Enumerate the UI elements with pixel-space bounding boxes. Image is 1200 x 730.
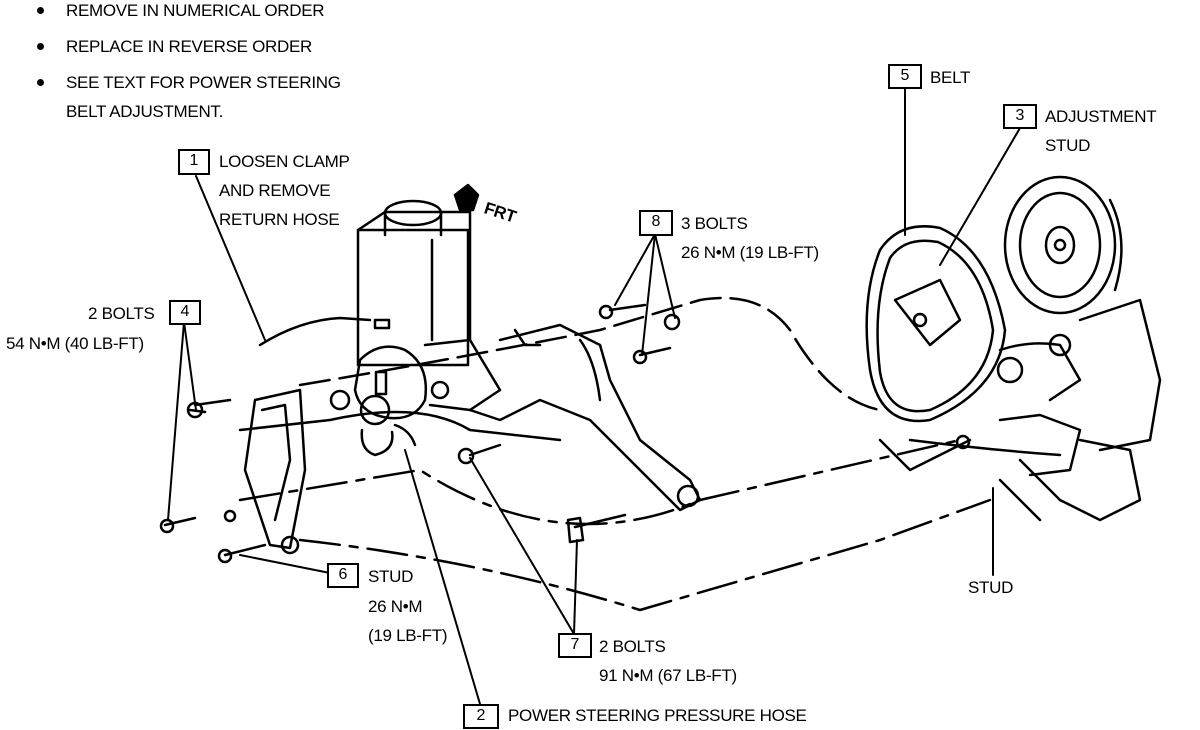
callout-1-line-3: RETURN HOSE (219, 210, 340, 229)
callout-2-line-1: POWER STEERING PRESSURE HOSE (508, 706, 807, 725)
callout-4-number: 4 (169, 300, 201, 325)
note-see-text: SEE TEXT FOR POWER STEERING (66, 73, 341, 92)
callout-6-line-1: STUD (368, 567, 414, 586)
leader-lines (167, 86, 1021, 705)
callout-6-line-3: (19 LB-FT) (368, 626, 448, 645)
frame-rail-upper (238, 438, 962, 526)
frame-rail-lower (298, 498, 992, 612)
callout-7-line-1: 2 BOLTS (599, 637, 666, 656)
callout-6-line-2: 26 N•M (368, 597, 423, 616)
note-belt-adjustment: BELT ADJUSTMENT. (66, 102, 224, 121)
bolts (159, 303, 681, 564)
note-replace-order: REPLACE IN REVERSE ORDER (66, 37, 312, 56)
callout-1-number: 1 (178, 149, 210, 175)
callout-4-line-2: 54 N•M (40 LB-FT) (6, 334, 144, 353)
engine-front-parts (878, 298, 1162, 522)
drive-belt (865, 225, 1007, 423)
crossmember (238, 410, 562, 442)
callout-3-line-1: ADJUSTMENT (1045, 107, 1157, 126)
engine-outline (298, 296, 882, 412)
callout-7-line-2: 91 N•M (67 LB-FT) (599, 666, 737, 685)
callout-5-line-1: BELT (930, 68, 971, 87)
callout-8-number: 8 (639, 210, 673, 236)
note-remove-order: REMOVE IN NUMERICAL ORDER (66, 1, 325, 20)
callout-2-number: 2 (463, 704, 499, 729)
callout-8-line-2: 26 N•M (19 LB-FT) (681, 243, 819, 262)
callout-1-line-1: LOOSEN CLAMP (219, 152, 350, 171)
note-bullet (37, 43, 44, 50)
pump-body (329, 338, 502, 457)
callout-7-number: 7 (558, 633, 592, 658)
pressure-hose (908, 438, 1062, 457)
note-bullet (37, 79, 44, 86)
callout-5-number: 5 (888, 64, 922, 89)
front-arrow-icon (453, 183, 480, 212)
main-bracket (468, 323, 702, 512)
harmonic-balancer (1003, 175, 1123, 315)
stud-label: STUD (968, 578, 1014, 597)
callout-1-line-2: AND REMOVE (219, 181, 331, 200)
callout-3-line-2: STUD (1045, 136, 1091, 155)
callout-4-line-1: 2 BOLTS (88, 304, 155, 323)
return-hose (258, 316, 372, 347)
callout-6-number: 6 (327, 563, 359, 588)
pump-reservoir (356, 199, 472, 367)
callout-3-number: 3 (1003, 104, 1037, 129)
left-bracket (223, 388, 307, 555)
callout-8-line-1: 3 BOLTS (681, 214, 748, 233)
note-bullet (37, 7, 44, 14)
